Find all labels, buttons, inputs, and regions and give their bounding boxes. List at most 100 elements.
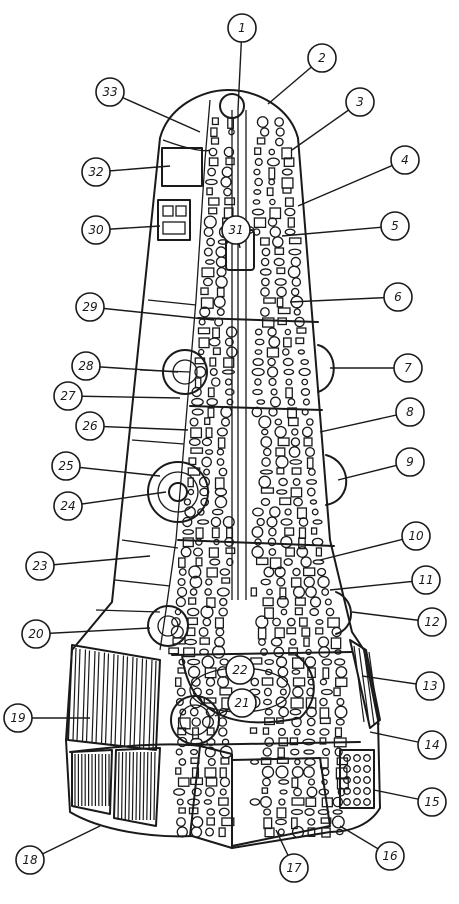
callout-number: 10 bbox=[408, 529, 424, 543]
callout-number: 28 bbox=[78, 359, 94, 373]
callout-26: 26 bbox=[75, 411, 189, 441]
callout-circle bbox=[53, 381, 83, 411]
callout-12: 12 bbox=[351, 607, 447, 637]
callout-number: 21 bbox=[234, 696, 249, 710]
callout-29: 29 bbox=[75, 292, 215, 322]
callout-circle bbox=[390, 145, 420, 175]
callout-20: 20 bbox=[21, 619, 151, 649]
callout-28: 28 bbox=[71, 351, 179, 381]
callout-number: 22 bbox=[232, 663, 247, 677]
callout-circle bbox=[417, 787, 447, 817]
callout-circle bbox=[227, 13, 257, 43]
callout-circle bbox=[393, 353, 423, 383]
callout-circle bbox=[95, 77, 125, 107]
callout-circle bbox=[81, 157, 111, 187]
bottom-compartments bbox=[231, 749, 375, 847]
callout-circle bbox=[395, 397, 425, 427]
callout-circle bbox=[75, 292, 105, 322]
radiator-fins-left bbox=[67, 644, 161, 751]
callout-number: 23 bbox=[32, 559, 47, 573]
callout-number: 7 bbox=[404, 361, 412, 375]
callout-circle bbox=[411, 565, 441, 595]
callout-leader-line bbox=[89, 425, 189, 431]
callout-number: 31 bbox=[228, 223, 243, 237]
callout-4: 4 bbox=[297, 145, 420, 207]
cutaway-edge bbox=[159, 99, 211, 651]
callout-number: 27 bbox=[60, 389, 76, 403]
callout-leader-line bbox=[281, 225, 396, 237]
callout-5: 5 bbox=[281, 211, 410, 241]
callout-leader-line bbox=[319, 535, 417, 561]
callout-number: 1 bbox=[238, 21, 246, 35]
left-ports bbox=[147, 349, 209, 647]
callout-circle bbox=[401, 521, 431, 551]
callout-number: 13 bbox=[422, 679, 437, 693]
callout-number: 15 bbox=[424, 795, 439, 809]
callout-circle bbox=[279, 853, 309, 883]
callout-leader-line bbox=[109, 91, 201, 133]
callout-3: 3 bbox=[291, 87, 375, 151]
callout-16: 16 bbox=[339, 825, 405, 871]
callout-circle bbox=[71, 351, 101, 381]
skin-panel-lines bbox=[95, 299, 197, 613]
callout-23: 23 bbox=[25, 551, 151, 581]
callout-31: 31 bbox=[221, 215, 251, 249]
callout-circle bbox=[415, 671, 445, 701]
callout-number: 25 bbox=[58, 459, 73, 473]
hull-outline bbox=[65, 89, 381, 849]
callout-8: 8 bbox=[319, 397, 425, 433]
callout-leader-line bbox=[85, 365, 179, 373]
callout-number: 2 bbox=[318, 51, 326, 65]
skirt-louvres bbox=[71, 747, 161, 827]
callout-leader-line bbox=[89, 306, 215, 321]
callout-18: 18 bbox=[15, 825, 101, 875]
callout-33: 33 bbox=[95, 77, 201, 133]
callout-circle bbox=[227, 688, 257, 718]
callout-circle bbox=[307, 43, 337, 73]
callout-leader-line bbox=[297, 159, 406, 207]
callout-number: 9 bbox=[406, 455, 414, 469]
callout-leader-line bbox=[289, 296, 399, 303]
skin-instrument-panels bbox=[157, 147, 203, 241]
callout-number: 24 bbox=[60, 499, 75, 513]
callout-2: 2 bbox=[267, 43, 337, 105]
callout-circle bbox=[25, 551, 55, 581]
callout-number: 4 bbox=[401, 153, 409, 167]
callout-number: 16 bbox=[382, 849, 398, 863]
central-tube bbox=[231, 110, 247, 600]
callout-13: 13 bbox=[361, 671, 445, 701]
callout-number: 20 bbox=[28, 627, 44, 641]
callout-24: 24 bbox=[53, 491, 167, 521]
callout-circle bbox=[383, 282, 413, 312]
callout-15: 15 bbox=[373, 787, 447, 817]
radiator-fins-right bbox=[349, 639, 381, 729]
callout-layer: 1234567891011121314151617181920212223242… bbox=[3, 13, 447, 883]
callout-leader-line bbox=[67, 491, 167, 507]
callout-1: 1 bbox=[227, 13, 257, 111]
callout-leader-line bbox=[67, 395, 181, 399]
nose-cap-seam bbox=[162, 139, 211, 152]
callout-10: 10 bbox=[319, 521, 431, 561]
callout-number: 19 bbox=[10, 711, 25, 725]
callout-leader-line bbox=[39, 555, 151, 567]
callout-circle bbox=[75, 411, 105, 441]
callout-circle bbox=[53, 491, 83, 521]
callout-27: 27 bbox=[53, 381, 181, 411]
callout-circle bbox=[417, 607, 447, 637]
callout-circle bbox=[221, 215, 251, 245]
callout-number: 5 bbox=[391, 219, 399, 233]
callout-number: 8 bbox=[406, 405, 414, 419]
callout-circle bbox=[225, 655, 255, 685]
callout-circle bbox=[345, 87, 375, 117]
callout-21: 21 bbox=[214, 688, 257, 718]
callout-circle bbox=[380, 211, 410, 241]
callout-leader-line bbox=[329, 579, 427, 591]
callout-leader-line bbox=[35, 627, 151, 635]
callout-number: 29 bbox=[82, 300, 97, 314]
callout-leader-line bbox=[65, 465, 161, 477]
callout-number: 33 bbox=[102, 85, 117, 99]
callout-17: 17 bbox=[275, 829, 309, 883]
callout-number: 6 bbox=[394, 290, 402, 304]
callout-circle bbox=[3, 703, 33, 733]
